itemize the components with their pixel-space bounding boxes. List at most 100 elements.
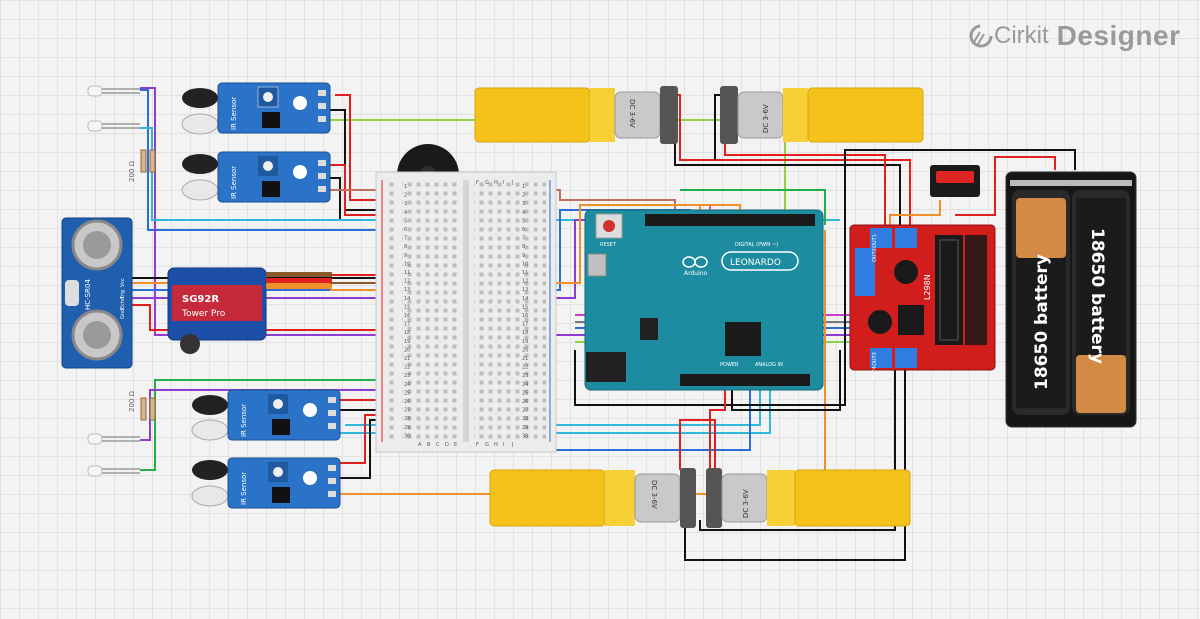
breadboard-row-number: 20: [522, 347, 528, 353]
wire-red-ultrasonic-vcc: [130, 304, 390, 331]
motor-1-label: DC 3-6V: [628, 99, 636, 128]
driver-out4: OUT4: [872, 366, 878, 380]
breadboard-row-number: 30: [522, 433, 528, 439]
wire-black-battery: [574, 149, 1076, 406]
breadboard-column-letter: J: [511, 442, 513, 448]
battery-holder: 18650 battery 18650 battery: [1005, 171, 1137, 428]
breadboard-row-number: 4: [522, 210, 525, 216]
breadboard-row-number: 22: [404, 365, 410, 371]
led-group-top: 200 Ω: [87, 85, 156, 182]
breadboard-row-number: 12: [522, 279, 528, 285]
breadboard-column-letter: F: [476, 442, 479, 448]
breadboard-row-number: 5: [404, 218, 407, 224]
wire-red-motor-bottom: [679, 419, 716, 470]
arduino-digital-label: DIGITAL (PWM ~): [735, 242, 778, 248]
breadboard-column-letter: B: [427, 442, 431, 448]
resistor-label-bottom: 200 Ω: [128, 390, 136, 412]
breadboard-row-number: 8: [522, 244, 525, 250]
breadboard-row-number: 3: [404, 201, 407, 207]
dc-motor-top-right: DC 3-6V: [720, 86, 924, 144]
breadboard-row-number: 28: [404, 416, 410, 422]
breadboard-row-number: 27: [404, 408, 410, 414]
ir-sensor-1-label: IR Sensor: [230, 97, 238, 130]
breadboard-row-number: 17: [404, 322, 410, 328]
breadboard-row-number: 6: [404, 227, 407, 233]
wire-red-ir1: [335, 94, 390, 201]
breadboard-row-number: 10: [522, 261, 528, 267]
breadboard-row-number: 29: [522, 425, 528, 431]
breadboard-row-number: 23: [404, 373, 410, 379]
motor-3-label: DC 3-6V: [650, 480, 658, 509]
arduino-leonardo: RESET Arduino LEONARDO DIGITAL (PWM ~) P…: [584, 209, 824, 391]
ir-sensor-2-label: IR Sensor: [230, 166, 238, 199]
driver-out1: OUT1: [872, 234, 878, 248]
breadboard-row-number: 1: [404, 184, 407, 190]
breadboard-row-number: 14: [522, 296, 528, 302]
breadboard-row-number: 18: [404, 330, 410, 336]
breadboard-row-number: 13: [522, 287, 528, 293]
wire-red-battery: [955, 156, 1056, 216]
l298n-motor-driver: L298N OUT1 OUT2 OUT3 OUT4: [849, 224, 996, 380]
breadboard-row-number: 14: [404, 296, 410, 302]
breadboard-row-number: 28: [522, 416, 528, 422]
breadboard-row-number: 4: [404, 210, 407, 216]
breadboard-row-number: 5: [522, 218, 525, 224]
wire-black-driver-bottom: [684, 370, 906, 561]
breadboard-row-number: 21: [522, 356, 528, 362]
arduino-brand: Arduino: [684, 270, 708, 277]
breadboard-row-number: 6: [522, 227, 525, 233]
wire-green-topright: [680, 189, 826, 225]
breadboard-column-letter: I: [503, 180, 504, 186]
ultrasonic-pin-gnd: Gnd: [120, 309, 126, 319]
breadboard-row-number: 15: [522, 304, 528, 310]
brand-right: Designer: [1056, 20, 1181, 51]
breadboard-column-letter: H: [494, 180, 498, 186]
servo-brand: Tower Pro: [181, 309, 226, 319]
wire-orange-switch: [889, 200, 941, 230]
breadboard-row-number: 29: [404, 425, 410, 431]
breadboard-row-number: 30: [404, 433, 410, 439]
arduino-analog-label: ANALOG IN: [755, 362, 783, 368]
breadboard-column-letter: F: [476, 180, 479, 186]
breadboard-row-number: 27: [522, 408, 528, 414]
battery-2-label: 18650 battery: [1087, 228, 1107, 364]
wire-black-arduino-gnd: [731, 350, 841, 411]
led-group-bottom: 200 Ω: [87, 390, 156, 477]
breadboard-column-letter: D: [445, 442, 449, 448]
wire-black-motor-bottom: [699, 370, 896, 531]
wire-green-led3: [140, 379, 390, 471]
breadboard-row-number: 17: [522, 322, 528, 328]
breadboard-column-letter: C: [436, 442, 440, 448]
driver-chip-label: L298N: [923, 274, 932, 300]
breadboard-row-number: 26: [522, 399, 528, 405]
ir-sensor-1: IR Sensor: [181, 82, 331, 135]
ir-sensor-3: IR Sensor: [191, 389, 341, 441]
ultrasonic-pin-echo: Echo: [120, 297, 126, 309]
breadboard-row-number: 24: [522, 382, 528, 388]
breadboard-row-number: 19: [522, 339, 528, 345]
breadboard-row-number: 2: [522, 193, 525, 199]
ultrasonic-pin-vcc: Vcc: [120, 278, 126, 287]
arduino-name: LEONARDO: [730, 258, 781, 268]
wire-black-motor-top2: [714, 94, 720, 160]
breadboard-row-number: 26: [404, 399, 410, 405]
motor-4-label: DC 3-6V: [742, 489, 750, 518]
cirkit-designer-logo: Cirkit Designer: [968, 20, 1180, 52]
breadboard-row-number: 15: [404, 304, 410, 310]
breadboard-column-letter: I: [503, 442, 504, 448]
breadboard-column-letter: E: [454, 442, 457, 448]
cirkit-logo-icon: [969, 24, 993, 48]
wire-red-motor-bottom2: [709, 390, 726, 470]
breadboard-column-letter: G: [485, 442, 489, 448]
ir-sensor-3-label: IR Sensor: [240, 404, 248, 437]
breadboard-row-number: 11: [404, 270, 410, 276]
breadboard-row-number: 19: [404, 339, 410, 345]
servo-motor: SG92R Tower Pro: [167, 267, 332, 354]
breadboard-row-number: 9: [404, 253, 407, 259]
arduino-reset-label: RESET: [600, 242, 617, 248]
rocker-switch[interactable]: [930, 165, 980, 197]
breadboard-column-letter: A: [418, 442, 422, 448]
